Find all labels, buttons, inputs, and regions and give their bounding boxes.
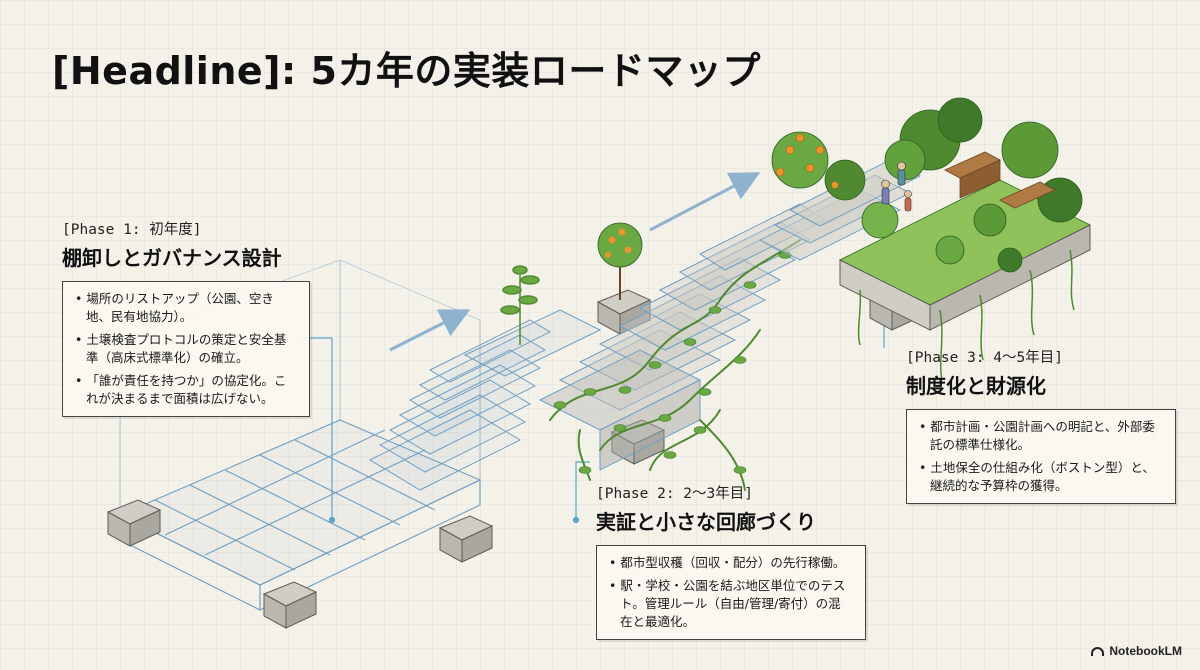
phase-2-label: [Phase 2: 2〜3年目] xyxy=(596,486,753,502)
brand-label: NotebookLM xyxy=(1109,644,1182,658)
notebooklm-brand: NotebookLM xyxy=(1091,644,1182,658)
garden-bed xyxy=(944,151,1056,209)
garden-trees xyxy=(771,97,1083,273)
headline: [Headline]: 5カ年の実装ロードマップ xyxy=(52,49,761,93)
phase-3-details: 都市計画・公園計画への明記と、外部委託の標準仕様化。 土地保全の仕組み化（ボスト… xyxy=(906,409,1176,504)
lower-staircase xyxy=(368,309,602,491)
blueprint-base xyxy=(118,259,482,611)
vine-leaves xyxy=(553,251,792,474)
phase-3-title: 制度化と財源化 xyxy=(906,374,1046,398)
sapling xyxy=(500,265,540,345)
phase-2-bullet: 都市型収穫（回収・配分）の先行稼働。 xyxy=(609,554,853,572)
phase-3: [Phase 3: 4〜5年目] 制度化と財源化 都市計画・公園計画への明記と、… xyxy=(906,346,1176,504)
phase-1-label: [Phase 1: 初年度] xyxy=(62,222,202,238)
orange-fruits xyxy=(775,133,839,189)
phase-2-details: 都市型収穫（回収・配分）の先行稼働。 駅・学校・公園を結ぶ地区単位でのテスト。管… xyxy=(596,545,866,640)
phase-3-bullet: 土地保全の仕組み化（ボストン型）と、継続的な予算枠の獲得。 xyxy=(919,459,1163,495)
phase-1-bullet: 土壌検査プロトコルの策定と安全基準（高床式標準化）の確立。 xyxy=(75,331,297,367)
phase-2: [Phase 2: 2〜3年目] 実証と小さな回廊づくり 都市型収穫（回収・配分… xyxy=(596,482,866,640)
hanging-vines xyxy=(857,249,1075,381)
phase-1-title: 棚卸しとガバナンス設計 xyxy=(62,246,282,270)
middle-orange-tree xyxy=(597,222,643,300)
phase-3-bullet: 都市計画・公園計画への明記と、外部委託の標準仕様化。 xyxy=(919,418,1163,454)
phase-3-label: [Phase 3: 4〜5年目] xyxy=(906,350,1063,366)
phase-2-title: 実証と小さな回廊づくり xyxy=(596,510,816,534)
progress-arrows xyxy=(389,172,761,352)
phase-1-details: 場所のリストアップ（公園、空き地、民有地協力）。 土壌検査プロトコルの策定と安全… xyxy=(62,281,310,417)
phase-1: [Phase 1: 初年度] 棚卸しとガバナンス設計 場所のリストアップ（公園、… xyxy=(62,218,310,417)
phase-2-bullet: 駅・学校・公園を結ぶ地区単位でのテスト。管理ルール（自由/管理/寄付）の混在と最… xyxy=(609,577,853,631)
rooftop-garden-platform xyxy=(838,179,1092,331)
garden-people xyxy=(881,161,912,212)
phase-1-bullet: 場所のリストアップ（公園、空き地、民有地協力）。 xyxy=(75,290,297,326)
phase-1-bullet: 「誰が責任を持つか」の協定化。これが決まるまで面積は広げない。 xyxy=(75,372,297,408)
notebooklm-logo-icon xyxy=(1091,646,1105,656)
